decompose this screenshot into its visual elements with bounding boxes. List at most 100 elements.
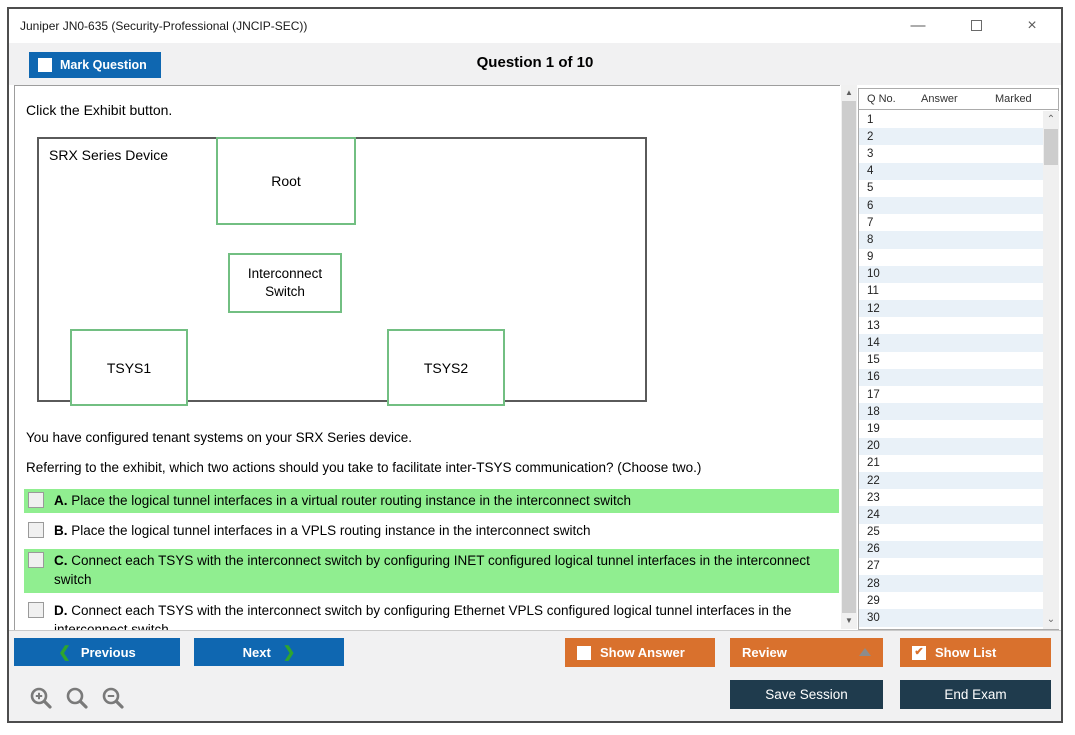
question-list-header: Q No. Answer Marked [859,89,1058,110]
answer-option-d[interactable]: D. Connect each TSYS with the interconne… [24,599,839,630]
show-answer-button[interactable]: Show Answer [565,638,715,667]
question-list-row-12[interactable]: 12 [859,300,1043,318]
maximize-icon [970,20,982,31]
question-list-row-11[interactable]: 11 [859,283,1043,300]
previous-label: Previous [80,644,136,660]
cell-qno: 8 [867,233,874,246]
scrollbar-thumb[interactable] [842,101,856,613]
question-list-row-5[interactable]: 5 [859,180,1043,197]
exhibit-node-interconnect-switch: Interconnect Switch [228,253,342,313]
show-answer-label: Show Answer [600,645,685,660]
cell-qno: 20 [867,440,880,453]
chevron-left-icon: ❮ [58,644,71,661]
cell-qno: 24 [867,508,880,521]
question-list-row-25[interactable]: 25 [859,524,1043,541]
mark-question-button[interactable]: Mark Question [29,52,161,78]
question-list-row-30[interactable]: 30 [859,609,1043,627]
review-dropdown-button[interactable]: Review [730,638,883,667]
app-window: Juniper JN0-635 (Security-Professional (… [7,7,1063,723]
header-qno: Q No. [867,93,896,105]
answer-option-c[interactable]: C. Connect each TSYS with the interconne… [24,549,839,593]
question-list-row-4[interactable]: 4 [859,162,1043,180]
question-list-row-2[interactable]: 2 [859,128,1043,146]
question-list-row-23[interactable]: 23 [859,489,1043,506]
mark-question-checkbox[interactable] [38,58,52,72]
question-list-row-16[interactable]: 16 [859,368,1043,386]
option-text: D. Connect each TSYS with the interconne… [54,602,792,630]
cell-qno: 11 [867,285,879,298]
cell-qno: 27 [867,560,880,573]
question-list-row-20[interactable]: 20 [859,437,1043,455]
question-list-row-10[interactable]: 10 [859,265,1043,283]
cell-qno: 5 [867,182,874,195]
close-button[interactable]: × [1027,17,1037,34]
cell-qno: 22 [867,474,880,487]
scroll-up-icon[interactable]: ⌃ [1046,114,1056,125]
save-session-button[interactable]: Save Session [730,680,883,709]
title-bar: Juniper JN0-635 (Security-Professional (… [9,9,1061,43]
question-list-row-9[interactable]: 9 [859,249,1043,266]
cell-qno: 1 [867,113,874,126]
question-list-row-22[interactable]: 22 [859,471,1043,490]
option-checkbox[interactable] [28,601,44,618]
question-list-row-27[interactable]: 27 [859,558,1043,575]
previous-button[interactable]: ❮ Previous [14,638,180,666]
option-checkbox[interactable] [28,522,44,539]
cell-qno: 10 [867,268,880,281]
scroll-down-icon[interactable]: ▼ [845,616,853,625]
option-checkbox[interactable] [28,492,44,508]
question-counter: Question 1 of 10 [476,54,594,71]
question-list-row-24[interactable]: 24 [859,506,1043,524]
zoom-reset-icon[interactable] [64,686,90,712]
question-header-strip: Question 1 of 10 Mark Question [9,43,1061,85]
scroll-down-icon[interactable]: ⌄ [1046,614,1056,625]
cell-qno: 12 [867,302,880,315]
question-list-row-19[interactable]: 19 [859,420,1043,437]
cell-qno: 30 [867,612,880,625]
cell-qno: 23 [867,491,880,504]
question-list-row-6[interactable]: 6 [859,196,1043,215]
answer-option-a[interactable]: A. Place the logical tunnel interfaces i… [24,489,839,514]
question-list-row-26[interactable]: 26 [859,540,1043,558]
scrollbar-thumb[interactable] [1044,129,1058,165]
cell-qno: 25 [867,526,880,539]
exhibit-node-tsys2: TSYS2 [387,329,505,406]
answer-option-b[interactable]: B. Place the logical tunnel interfaces i… [24,519,839,543]
question-list-row-17[interactable]: 17 [859,386,1043,403]
question-list-row-28[interactable]: 28 [859,575,1043,593]
question-list-row-29[interactable]: 29 [859,592,1043,609]
question-list-row-1[interactable]: 1 [859,111,1043,128]
question-list-row-21[interactable]: 21 [859,455,1043,472]
question-list-row-18[interactable]: 18 [859,403,1043,421]
question-panel-scrollbar[interactable]: ▲ ▼ [841,85,857,629]
zoom-controls [28,686,126,712]
show-list-label: Show List [935,645,997,660]
question-list-row-8[interactable]: 8 [859,231,1043,249]
zoom-in-icon[interactable] [28,686,54,712]
question-list-scrollbar[interactable]: ⌃ ⌄ [1043,111,1059,629]
triangle-up-icon [859,648,871,656]
maximize-button[interactable] [961,15,991,37]
show-list-checkbox[interactable]: ✔ [912,645,926,660]
review-label: Review [742,645,787,660]
question-list-row-3[interactable]: 3 [859,145,1043,162]
question-list-row-15[interactable]: 15 [859,352,1043,369]
exhibit-node-root: Root [216,137,356,225]
question-panel: Click the Exhibit button. SRX Series Dev… [14,85,840,630]
option-checkbox[interactable] [28,552,44,569]
next-button[interactable]: Next ❯ [194,638,344,666]
cell-qno: 7 [867,216,874,229]
option-text: C. Connect each TSYS with the interconne… [54,553,810,588]
question-statement-2: Referring to the exhibit, which two acti… [26,460,702,475]
next-label: Next [242,644,271,660]
show-answer-checkbox[interactable] [577,645,591,660]
zoom-out-icon[interactable] [100,686,126,712]
minimize-button[interactable]: — [910,17,926,34]
question-list-row-13[interactable]: 13 [859,317,1043,334]
question-list-row-7[interactable]: 7 [859,214,1043,231]
question-list-row-14[interactable]: 14 [859,334,1043,352]
show-list-button[interactable]: ✔ Show List [900,638,1051,667]
end-exam-button[interactable]: End Exam [900,680,1051,709]
scroll-up-icon[interactable]: ▲ [845,88,853,97]
